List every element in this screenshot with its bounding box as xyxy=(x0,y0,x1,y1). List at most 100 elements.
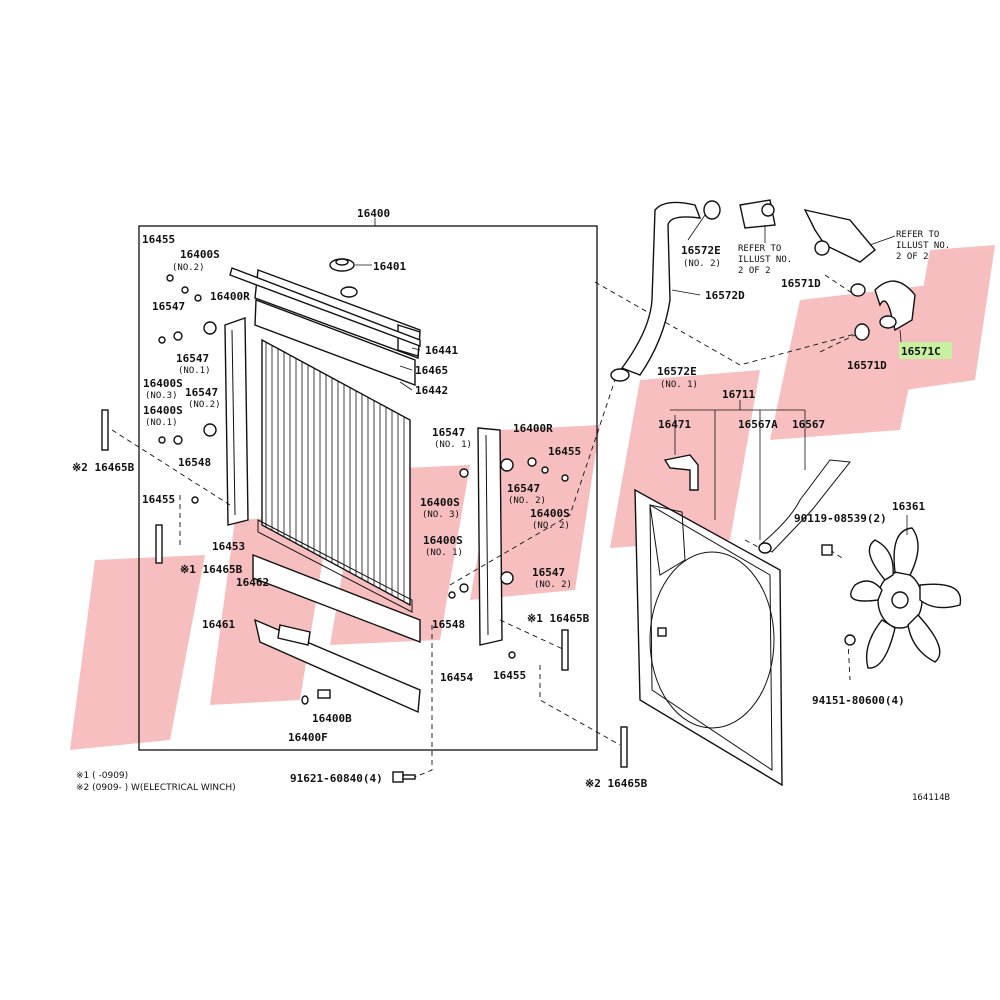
bolt-90119[interactable] xyxy=(821,544,833,556)
label-16455[interactable]: 16455 xyxy=(142,493,175,506)
left-support-bracket[interactable] xyxy=(224,317,249,526)
label-16465b[interactable]: ※1 16465B xyxy=(180,563,243,576)
label-16400f[interactable]: 16400F xyxy=(288,731,328,744)
label-16572d[interactable]: 16572D xyxy=(705,289,745,302)
label-16547[interactable]: 16547 xyxy=(152,300,185,313)
thermostat-housing[interactable] xyxy=(803,208,876,263)
label-90119[interactable]: 90119-08539(2) xyxy=(794,512,887,525)
label-sub: (NO. 2) xyxy=(534,580,572,590)
label-16465[interactable]: 16465 xyxy=(415,364,448,377)
label-16567[interactable]: 16567 xyxy=(792,418,825,431)
label-16400r[interactable]: 16400R xyxy=(513,422,553,435)
label-91621[interactable]: 91621-60840(4) xyxy=(290,772,383,785)
footnote-1: ※1 ( -0909) xyxy=(76,771,128,781)
right-hardware[interactable] xyxy=(448,457,569,659)
watermark-stroke-1 xyxy=(70,555,205,750)
label-sub: (NO. 2) xyxy=(683,259,721,269)
refer-note: 2 OF 2 xyxy=(896,252,929,262)
label-16572e[interactable]: 16572E xyxy=(657,365,697,378)
label-sub: (NO.1) xyxy=(145,418,178,428)
label-16547[interactable]: 16547 xyxy=(532,566,565,579)
water-outlet[interactable] xyxy=(739,199,776,229)
bypass-clamp-upper[interactable] xyxy=(850,283,866,297)
label-16471[interactable]: 16471 xyxy=(658,418,691,431)
label-16462[interactable]: 16462 xyxy=(236,576,269,589)
label-16400s[interactable]: 16400S xyxy=(143,377,183,390)
right-support-bracket[interactable] xyxy=(477,427,503,646)
label-16547[interactable]: 16547 xyxy=(507,482,540,495)
label-16571d[interactable]: 16571D xyxy=(847,359,887,372)
pin-left-mid[interactable] xyxy=(155,524,163,564)
label-16400s[interactable]: 16400S xyxy=(420,496,460,509)
radiator-cap[interactable] xyxy=(329,258,358,298)
nut-94151[interactable] xyxy=(844,634,856,646)
label-16567a[interactable]: 16567A xyxy=(738,418,778,431)
label-16453[interactable]: 16453 xyxy=(212,540,245,553)
pin-left-top[interactable] xyxy=(101,409,109,451)
overflow-hose[interactable] xyxy=(758,459,851,554)
label-16547[interactable]: 16547 xyxy=(432,426,465,439)
label-sub: (NO. 1) xyxy=(425,548,463,558)
hose-clamp-lower[interactable] xyxy=(610,368,630,382)
label-16572e[interactable]: 16572E xyxy=(681,244,721,257)
pin-right-mid[interactable] xyxy=(561,629,569,671)
label-16400s[interactable]: 16400S xyxy=(530,507,570,520)
refer-note: ILLUST NO. xyxy=(738,255,792,265)
label-sub: (NO. 1) xyxy=(434,440,472,450)
bypass-hose[interactable] xyxy=(874,280,916,332)
cooling-fan[interactable] xyxy=(850,527,962,669)
label-sub: (NO. 2) xyxy=(508,496,546,506)
label-16400s[interactable]: 16400S xyxy=(143,404,183,417)
label-16548[interactable]: 16548 xyxy=(432,618,465,631)
part-labels: 16400 16455 16400S (NO.2) 16400R 16547 1… xyxy=(72,207,952,790)
label-16400[interactable]: 16400 xyxy=(357,207,390,220)
label-16400b[interactable]: 16400B xyxy=(312,712,352,725)
refer-note: 2 OF 2 xyxy=(738,266,771,276)
label-16465b[interactable]: ※1 16465B xyxy=(527,612,590,625)
bolt-91621[interactable] xyxy=(392,771,416,783)
label-16465b[interactable]: ※2 16465B xyxy=(585,777,648,790)
label-16465b[interactable]: ※2 16465B xyxy=(72,461,135,474)
label-16547[interactable]: 16547 xyxy=(176,352,209,365)
label-sub: (NO.1) xyxy=(178,366,211,376)
label-16711[interactable]: 16711 xyxy=(722,388,755,401)
watermark-stroke-7 xyxy=(905,245,995,390)
label-16400s[interactable]: 16400S xyxy=(423,534,463,547)
label-sub: (NO.3) xyxy=(145,391,178,401)
upper-radiator-hose[interactable] xyxy=(620,201,702,376)
pin-bottom[interactable] xyxy=(620,726,628,768)
lower-tank[interactable] xyxy=(254,618,421,714)
radiator-group-box xyxy=(138,225,598,751)
drain-cock[interactable] xyxy=(301,689,331,705)
label-16400r[interactable]: 16400R xyxy=(210,290,250,303)
label-16455[interactable]: 16455 xyxy=(493,669,526,682)
radiator-core[interactable] xyxy=(257,338,413,613)
diagram-code: 164114B xyxy=(912,793,950,803)
label-16400s[interactable]: 16400S xyxy=(180,248,220,261)
label-sub: (NO. 2) xyxy=(532,521,570,531)
label-16454[interactable]: 16454 xyxy=(440,671,473,684)
label-sub: (NO.2) xyxy=(188,400,221,410)
label-16455[interactable]: 16455 xyxy=(142,233,175,246)
label-94151[interactable]: 94151-80600(4) xyxy=(812,694,905,707)
label-16571d[interactable]: 16571D xyxy=(781,277,821,290)
left-hardware[interactable] xyxy=(158,274,217,504)
label-16461[interactable]: 16461 xyxy=(202,618,235,631)
label-16455[interactable]: 16455 xyxy=(548,445,581,458)
label-16548[interactable]: 16548 xyxy=(178,456,211,469)
label-16547[interactable]: 16547 xyxy=(185,386,218,399)
label-16401[interactable]: 16401 xyxy=(373,260,406,273)
label-16361[interactable]: 16361 xyxy=(892,500,925,513)
footnote-2: ※2 (0909- ) W(ELECTRICAL WINCH) xyxy=(76,783,236,793)
reservoir-hose[interactable] xyxy=(663,454,699,491)
label-sub: (NO. 3) xyxy=(422,510,460,520)
fan-shroud[interactable] xyxy=(634,488,783,787)
leader-lines xyxy=(355,214,908,540)
highlight-16571c xyxy=(899,342,952,359)
label-16571c[interactable]: 16571C xyxy=(901,345,941,358)
lower-tank-gasket xyxy=(252,553,421,644)
label-16442[interactable]: 16442 xyxy=(415,384,448,397)
bypass-clamp-lower[interactable] xyxy=(854,323,870,341)
label-16441[interactable]: 16441 xyxy=(425,344,458,357)
hose-clamp-upper[interactable] xyxy=(703,200,721,220)
